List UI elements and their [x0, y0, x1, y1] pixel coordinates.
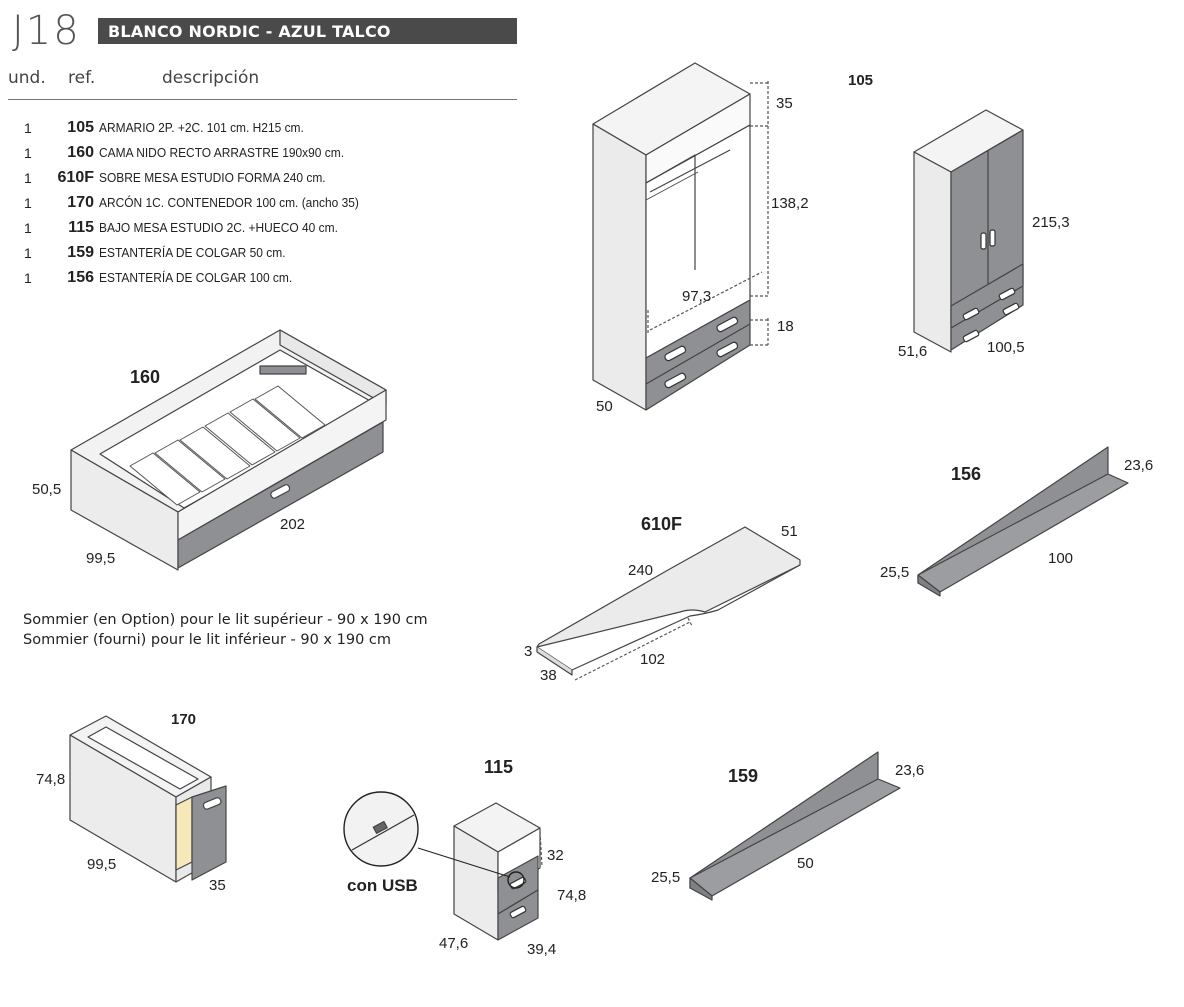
column-descripcion: descripción: [162, 68, 260, 88]
desk-unit-drawing: [343, 791, 543, 941]
list-item: 1 159 ESTANTERÍA DE COLGAR 50 cm.: [0, 244, 520, 266]
item-ref: 156: [67, 269, 94, 286]
list-item: 1 105 ARMARIO 2P. +2C. 101 cm. H215 cm.: [0, 119, 520, 141]
dim-label: 50,5: [32, 481, 62, 498]
item-desc: ESTANTERÍA DE COLGAR 50 cm.: [99, 245, 286, 260]
column-ref: ref.: [68, 68, 96, 88]
desktop-drawing: [536, 526, 801, 681]
note-line: Sommier (fourni) pour le lit inférieur -…: [23, 632, 391, 648]
dim-label: 51,6: [898, 343, 928, 360]
dim-label: 97,3: [682, 288, 712, 305]
item-qty: 1: [24, 120, 32, 136]
dim-label: 100: [1048, 550, 1074, 567]
item-label: 115: [484, 757, 514, 777]
column-und: und.: [8, 68, 46, 88]
dim-label: 138,2: [771, 195, 809, 212]
item-ref: 610F: [57, 169, 94, 186]
list-item: 1 160 CAMA NIDO RECTO ARRASTRE 190x90 cm…: [0, 144, 520, 166]
item-label: 160: [130, 367, 161, 387]
dim-label: 51: [781, 523, 798, 540]
dim-label: 102: [640, 651, 666, 668]
item-qty: 1: [24, 145, 32, 161]
item-desc: BAJO MESA ESTUDIO 2C. +HUECO 40 cm.: [99, 220, 338, 235]
bed-drawing: [70, 329, 387, 571]
usb-label: con USB: [347, 876, 418, 895]
shelf-small-drawing: [689, 751, 901, 901]
item-label: 170: [171, 711, 197, 728]
dim-label: 74,8: [557, 887, 587, 904]
item-ref: 160: [67, 144, 94, 161]
dim-label: 18: [777, 318, 794, 335]
list-item: 1 156 ESTANTERÍA DE COLGAR 100 cm.: [0, 269, 520, 291]
item-qty: 1: [24, 220, 32, 236]
item-desc: SOBRE MESA ESTUDIO FORMA 240 cm.: [99, 170, 326, 185]
item-label: 105: [848, 72, 874, 89]
dim-label: 240: [628, 562, 654, 579]
dim-label: 99,5: [87, 856, 117, 873]
series-code: J18: [12, 8, 81, 54]
dim-label: 215,3: [1032, 214, 1070, 231]
item-ref: 105: [67, 119, 94, 136]
dim-label: 23,6: [895, 762, 925, 779]
wardrobe-closed-drawing: [913, 109, 1024, 353]
shelf-large-drawing: [917, 446, 1129, 597]
dim-label: 25,5: [651, 869, 681, 886]
dim-label: 100,5: [987, 339, 1025, 356]
list-item: 1 610F SOBRE MESA ESTUDIO FORMA 240 cm.: [0, 169, 520, 191]
item-qty: 1: [24, 170, 32, 186]
item-label: 159: [728, 766, 759, 786]
item-desc: ARCÓN 1C. CONTENEDOR 100 cm. (ancho 35): [99, 195, 359, 210]
dim-label: 25,5: [880, 564, 910, 581]
item-qty: 1: [24, 245, 32, 261]
finish-title-bar: BLANCO NORDIC - AZUL TALCO: [98, 18, 517, 44]
dim-label: 50: [596, 398, 613, 415]
note-line: Sommier (en Option) pour le lit supérieu…: [23, 612, 428, 628]
item-label: 156: [951, 464, 982, 484]
dim-label: 3: [524, 643, 533, 660]
dim-label: 74,8: [36, 771, 66, 788]
dim-label: 39,4: [527, 941, 557, 958]
item-desc: ARMARIO 2P. +2C. 101 cm. H215 cm.: [99, 120, 304, 135]
wardrobe-open-drawing: [592, 62, 770, 411]
item-desc: CAMA NIDO RECTO ARRASTRE 190x90 cm.: [99, 145, 345, 160]
dim-label: 99,5: [86, 550, 116, 567]
item-qty: 1: [24, 195, 32, 211]
dim-label: 35: [776, 95, 793, 112]
item-desc: ESTANTERÍA DE COLGAR 100 cm.: [99, 270, 293, 285]
dim-label: 32: [547, 847, 564, 864]
dim-label: 23,6: [1124, 457, 1154, 474]
dim-label: 50: [797, 855, 814, 872]
finish-title: BLANCO NORDIC - AZUL TALCO: [108, 22, 391, 41]
dim-label: 35: [209, 877, 226, 894]
item-label: 610F: [641, 514, 683, 534]
dim-label: 47,6: [439, 935, 469, 952]
list-item: 1 170 ARCÓN 1C. CONTENEDOR 100 cm. (anch…: [0, 194, 520, 216]
item-ref: 159: [67, 244, 94, 261]
item-ref: 170: [67, 194, 94, 211]
item-qty: 1: [24, 270, 32, 286]
list-item: 1 115 BAJO MESA ESTUDIO 2C. +HUECO 40 cm…: [0, 219, 520, 241]
chest-drawing: [69, 715, 227, 883]
dim-label: 38: [540, 667, 557, 684]
dim-label: 202: [280, 516, 306, 533]
header-divider: [8, 99, 517, 100]
item-ref: 115: [68, 219, 94, 236]
